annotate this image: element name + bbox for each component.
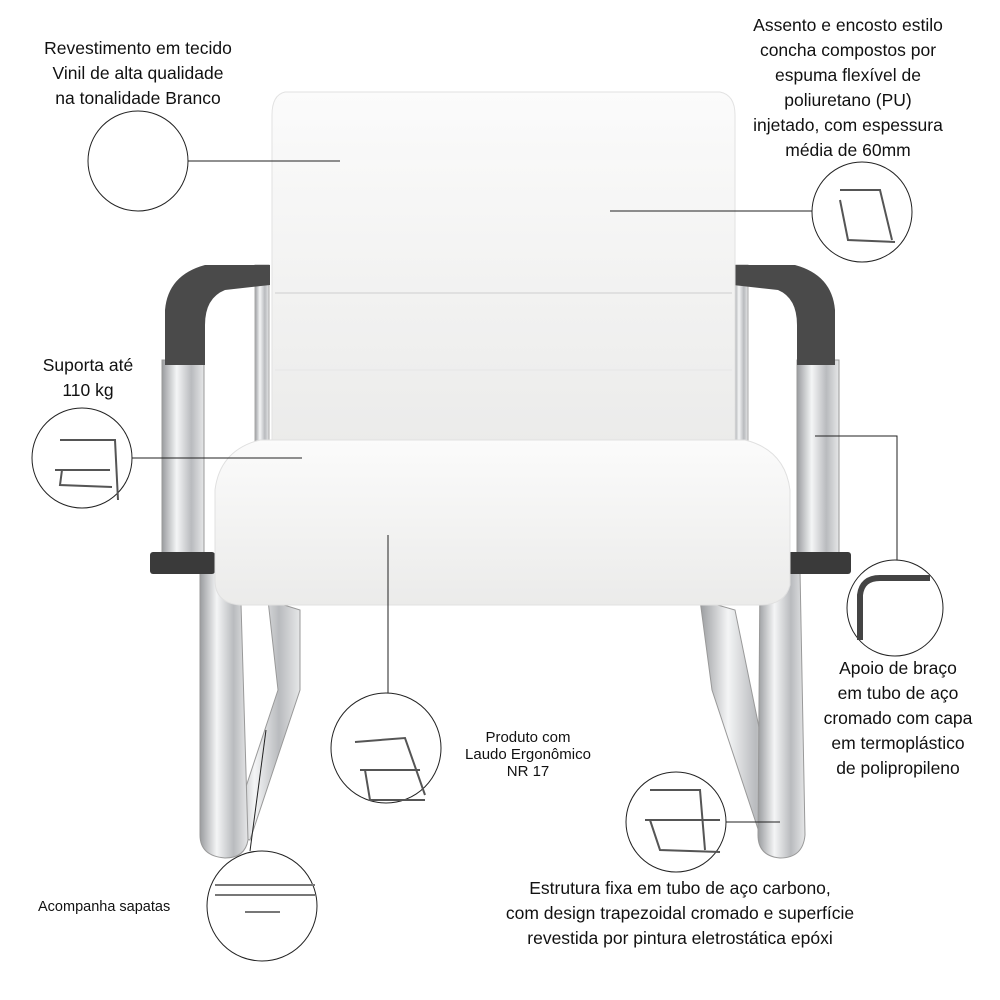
annotation-line: Vinil de alta qualidade <box>52 63 224 83</box>
annotation-line: Produto com <box>485 729 571 746</box>
annotation-line: Apoio de braço <box>839 658 957 678</box>
foam-annotation: Assento e encosto estilo concha composto… <box>718 13 978 163</box>
ergonomic-detail-circle <box>330 692 442 804</box>
seat <box>214 439 791 606</box>
armrest-detail-circle <box>846 559 944 657</box>
armrest-caps <box>150 265 851 574</box>
annotation-line: em tubo de aço <box>837 683 959 703</box>
annotation-line: NR 17 <box>506 763 550 780</box>
annotation-line: em termoplástico <box>831 733 965 753</box>
feet-annotation: Acompanha sapatas <box>38 895 170 920</box>
structure-annotation: Estrutura fixa em tubo de aço carbono, c… <box>460 876 900 951</box>
annotation-line: Laudo Ergonômico <box>465 746 591 763</box>
feet-detail-circle <box>206 850 318 962</box>
annotation-line: Suporta até <box>42 355 134 375</box>
annotation-line: injetado, com espessura <box>753 115 943 135</box>
annotation-line: poliuretano (PU) <box>784 90 912 110</box>
fabric-detail-circle <box>87 110 189 212</box>
annotation-line: média de 60mm <box>785 140 911 160</box>
annotation-line: com design trapezoidal cromado e superfí… <box>505 903 855 923</box>
annotation-line: Acompanha sapatas <box>38 899 171 915</box>
leader-lines <box>132 160 898 852</box>
annotation-line: na tonalidade Branco <box>55 88 221 108</box>
annotation-line: Assento e encosto estilo <box>753 15 943 35</box>
annotation-line: concha compostos por <box>759 40 937 60</box>
annotation-line: 110 kg <box>62 380 114 400</box>
backrest <box>271 91 736 446</box>
annotation-line: de polipropileno <box>836 758 960 778</box>
annotation-line: cromado com capa <box>823 708 973 728</box>
armrest-annotation: Apoio de braço em tubo de aço cromado co… <box>798 656 998 781</box>
foam-detail-circle <box>811 161 913 263</box>
mini-chair-sketches <box>55 189 930 913</box>
capacity-detail-circle <box>31 407 133 509</box>
structure-detail-circle <box>625 771 727 873</box>
annotation-line: espuma flexível de <box>775 65 921 85</box>
annotation-line: Estrutura fixa em tubo de aço carbono, <box>529 878 831 898</box>
fabric-annotation: Revestimento em tecido Vinil de alta qua… <box>18 36 258 111</box>
ergonomic-annotation: Produto com Laudo Ergonômico NR 17 <box>448 729 608 780</box>
annotation-line: Revestimento em tecido <box>44 38 232 58</box>
capacity-annotation: Suporta até 110 kg <box>18 353 158 403</box>
annotation-line: revestida por pintura eletrostática epóx… <box>527 928 833 948</box>
